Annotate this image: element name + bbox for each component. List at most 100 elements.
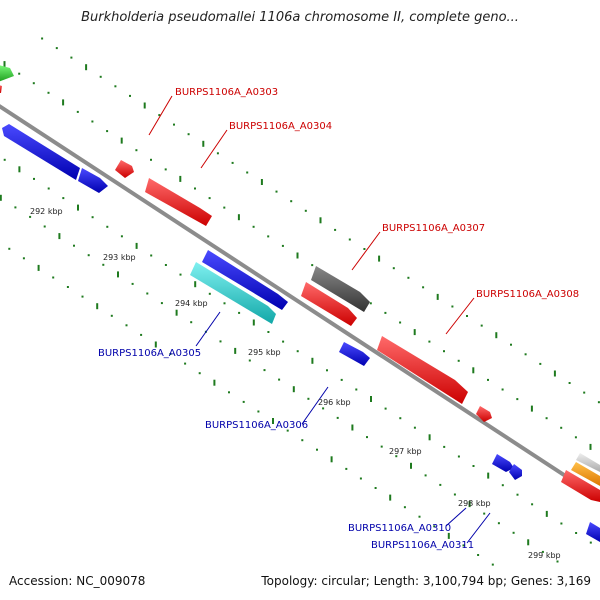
- tick-mark: [77, 204, 79, 211]
- gene-red-partial[interactable]: [0, 84, 2, 93]
- tick-mark: [466, 315, 468, 317]
- tick-mark: [453, 493, 456, 496]
- tick-mark: [14, 206, 17, 209]
- tick-mark: [190, 321, 193, 324]
- tick-mark: [120, 137, 123, 144]
- tick-mark: [106, 225, 109, 228]
- tick-mark: [52, 276, 55, 279]
- tick-mark: [120, 235, 123, 238]
- tick-mark: [18, 166, 21, 173]
- gene-label-a0307[interactable]: BURPS1106A_A0307: [382, 223, 485, 234]
- tick-mark: [184, 362, 187, 365]
- tick-mark: [91, 120, 94, 123]
- tick-mark: [403, 506, 406, 509]
- tick-mark: [378, 255, 381, 262]
- tick-mark: [33, 177, 35, 180]
- tick-mark: [286, 429, 289, 432]
- gene-blue-left[interactable]: [2, 124, 80, 180]
- tick-mark: [22, 257, 25, 260]
- tick-mark: [527, 539, 530, 546]
- tick-mark: [428, 434, 431, 441]
- tick-mark: [524, 353, 527, 356]
- tick-mark: [202, 140, 205, 147]
- tick-mark: [70, 56, 73, 59]
- tick-mark: [150, 254, 153, 257]
- gene-blue-right[interactable]: [586, 522, 600, 542]
- gene-features: [0, 64, 600, 542]
- tick-mark: [501, 388, 504, 391]
- gene-label-a0311[interactable]: BURPS1106A_A0311: [371, 540, 474, 551]
- tick-mark: [3, 158, 6, 161]
- gene-red-small-2[interactable]: [476, 406, 492, 422]
- tick-mark: [246, 171, 249, 174]
- tick-mark: [164, 264, 167, 266]
- tick-mark: [392, 267, 395, 270]
- tick-mark: [345, 467, 348, 470]
- tick-mark: [91, 216, 94, 219]
- gene-label-a0303[interactable]: BURPS1106A_A0303: [175, 87, 278, 98]
- gene-orange[interactable]: [571, 462, 600, 486]
- tick-mark: [560, 426, 563, 429]
- tick-mark: [530, 405, 533, 412]
- tick-mark: [545, 510, 548, 517]
- tick-mark: [399, 417, 402, 420]
- tick-mark: [223, 302, 226, 305]
- tick-mark: [110, 314, 113, 317]
- tick-mark: [384, 407, 387, 410]
- tick-mark: [55, 47, 58, 50]
- gene-green-partial[interactable]: [0, 64, 14, 82]
- gene-red-mid[interactable]: [301, 282, 357, 326]
- gene-blue-left-small[interactable]: [78, 168, 108, 193]
- gene-a0307-gray[interactable]: [311, 266, 370, 312]
- tick-mark: [87, 254, 90, 257]
- gene-red-right[interactable]: [561, 470, 600, 502]
- gene-a0311[interactable]: [509, 464, 522, 480]
- tick-mark: [348, 238, 351, 241]
- tick-mark: [158, 114, 161, 117]
- tick-mark: [439, 483, 442, 486]
- tick-mark: [208, 197, 211, 200]
- gene-label-a0305[interactable]: BURPS1106A_A0305: [98, 348, 201, 359]
- gene-a0303[interactable]: [115, 160, 134, 178]
- tick-mark: [336, 416, 339, 419]
- tick-mark: [267, 331, 270, 333]
- gene-label-a0304[interactable]: BURPS1106A_A0304: [229, 121, 332, 132]
- tick-mark: [213, 379, 216, 386]
- gene-a0304[interactable]: [145, 178, 212, 226]
- gene-light-gray[interactable]: [576, 453, 600, 472]
- tick-mark: [3, 61, 6, 68]
- tick-mark: [322, 407, 325, 410]
- tick-mark: [422, 286, 425, 289]
- tick-mark: [58, 233, 61, 240]
- tick-mark: [237, 214, 240, 221]
- gene-label-a0306[interactable]: BURPS1106A_A0306: [205, 420, 308, 431]
- kbp-label: 298 kbp: [458, 499, 491, 508]
- gene-a0306[interactable]: [339, 342, 370, 366]
- gene-a0310[interactable]: [492, 454, 514, 472]
- tick-mark: [296, 252, 299, 259]
- kbp-label: 295 kbp: [248, 348, 281, 357]
- tick-mark: [395, 455, 398, 458]
- gene-labels: BURPS1106A_A0303 BURPS1106A_A0304 BURPS1…: [98, 87, 579, 551]
- gene-label-a0308[interactable]: BURPS1106A_A0308: [476, 289, 579, 300]
- tick-mark: [296, 350, 299, 353]
- tick-mark: [99, 75, 102, 78]
- tick-mark: [589, 443, 592, 450]
- gene-a0308[interactable]: [377, 336, 468, 404]
- tick-mark: [62, 99, 65, 106]
- tick-mark: [73, 244, 75, 247]
- tick-mark: [311, 357, 314, 364]
- gene-a0305-blue[interactable]: [202, 250, 288, 310]
- tick-mark: [359, 477, 362, 480]
- tick-mark: [477, 554, 480, 556]
- tick-mark: [18, 72, 21, 75]
- tick-mark: [114, 85, 117, 88]
- kbp-label: 296 kbp: [318, 398, 351, 407]
- tick-mark: [242, 400, 245, 403]
- gene-label-a0310[interactable]: BURPS1106A_A0310: [348, 523, 451, 534]
- tick-mark: [472, 367, 475, 374]
- tick-mark: [263, 369, 266, 372]
- accession-label: Accession: NC_009078: [9, 574, 146, 588]
- gene-a0305-cyan[interactable]: [190, 262, 276, 324]
- topology-summary: Topology: circular; Length: 3,100,794 bp…: [261, 574, 591, 588]
